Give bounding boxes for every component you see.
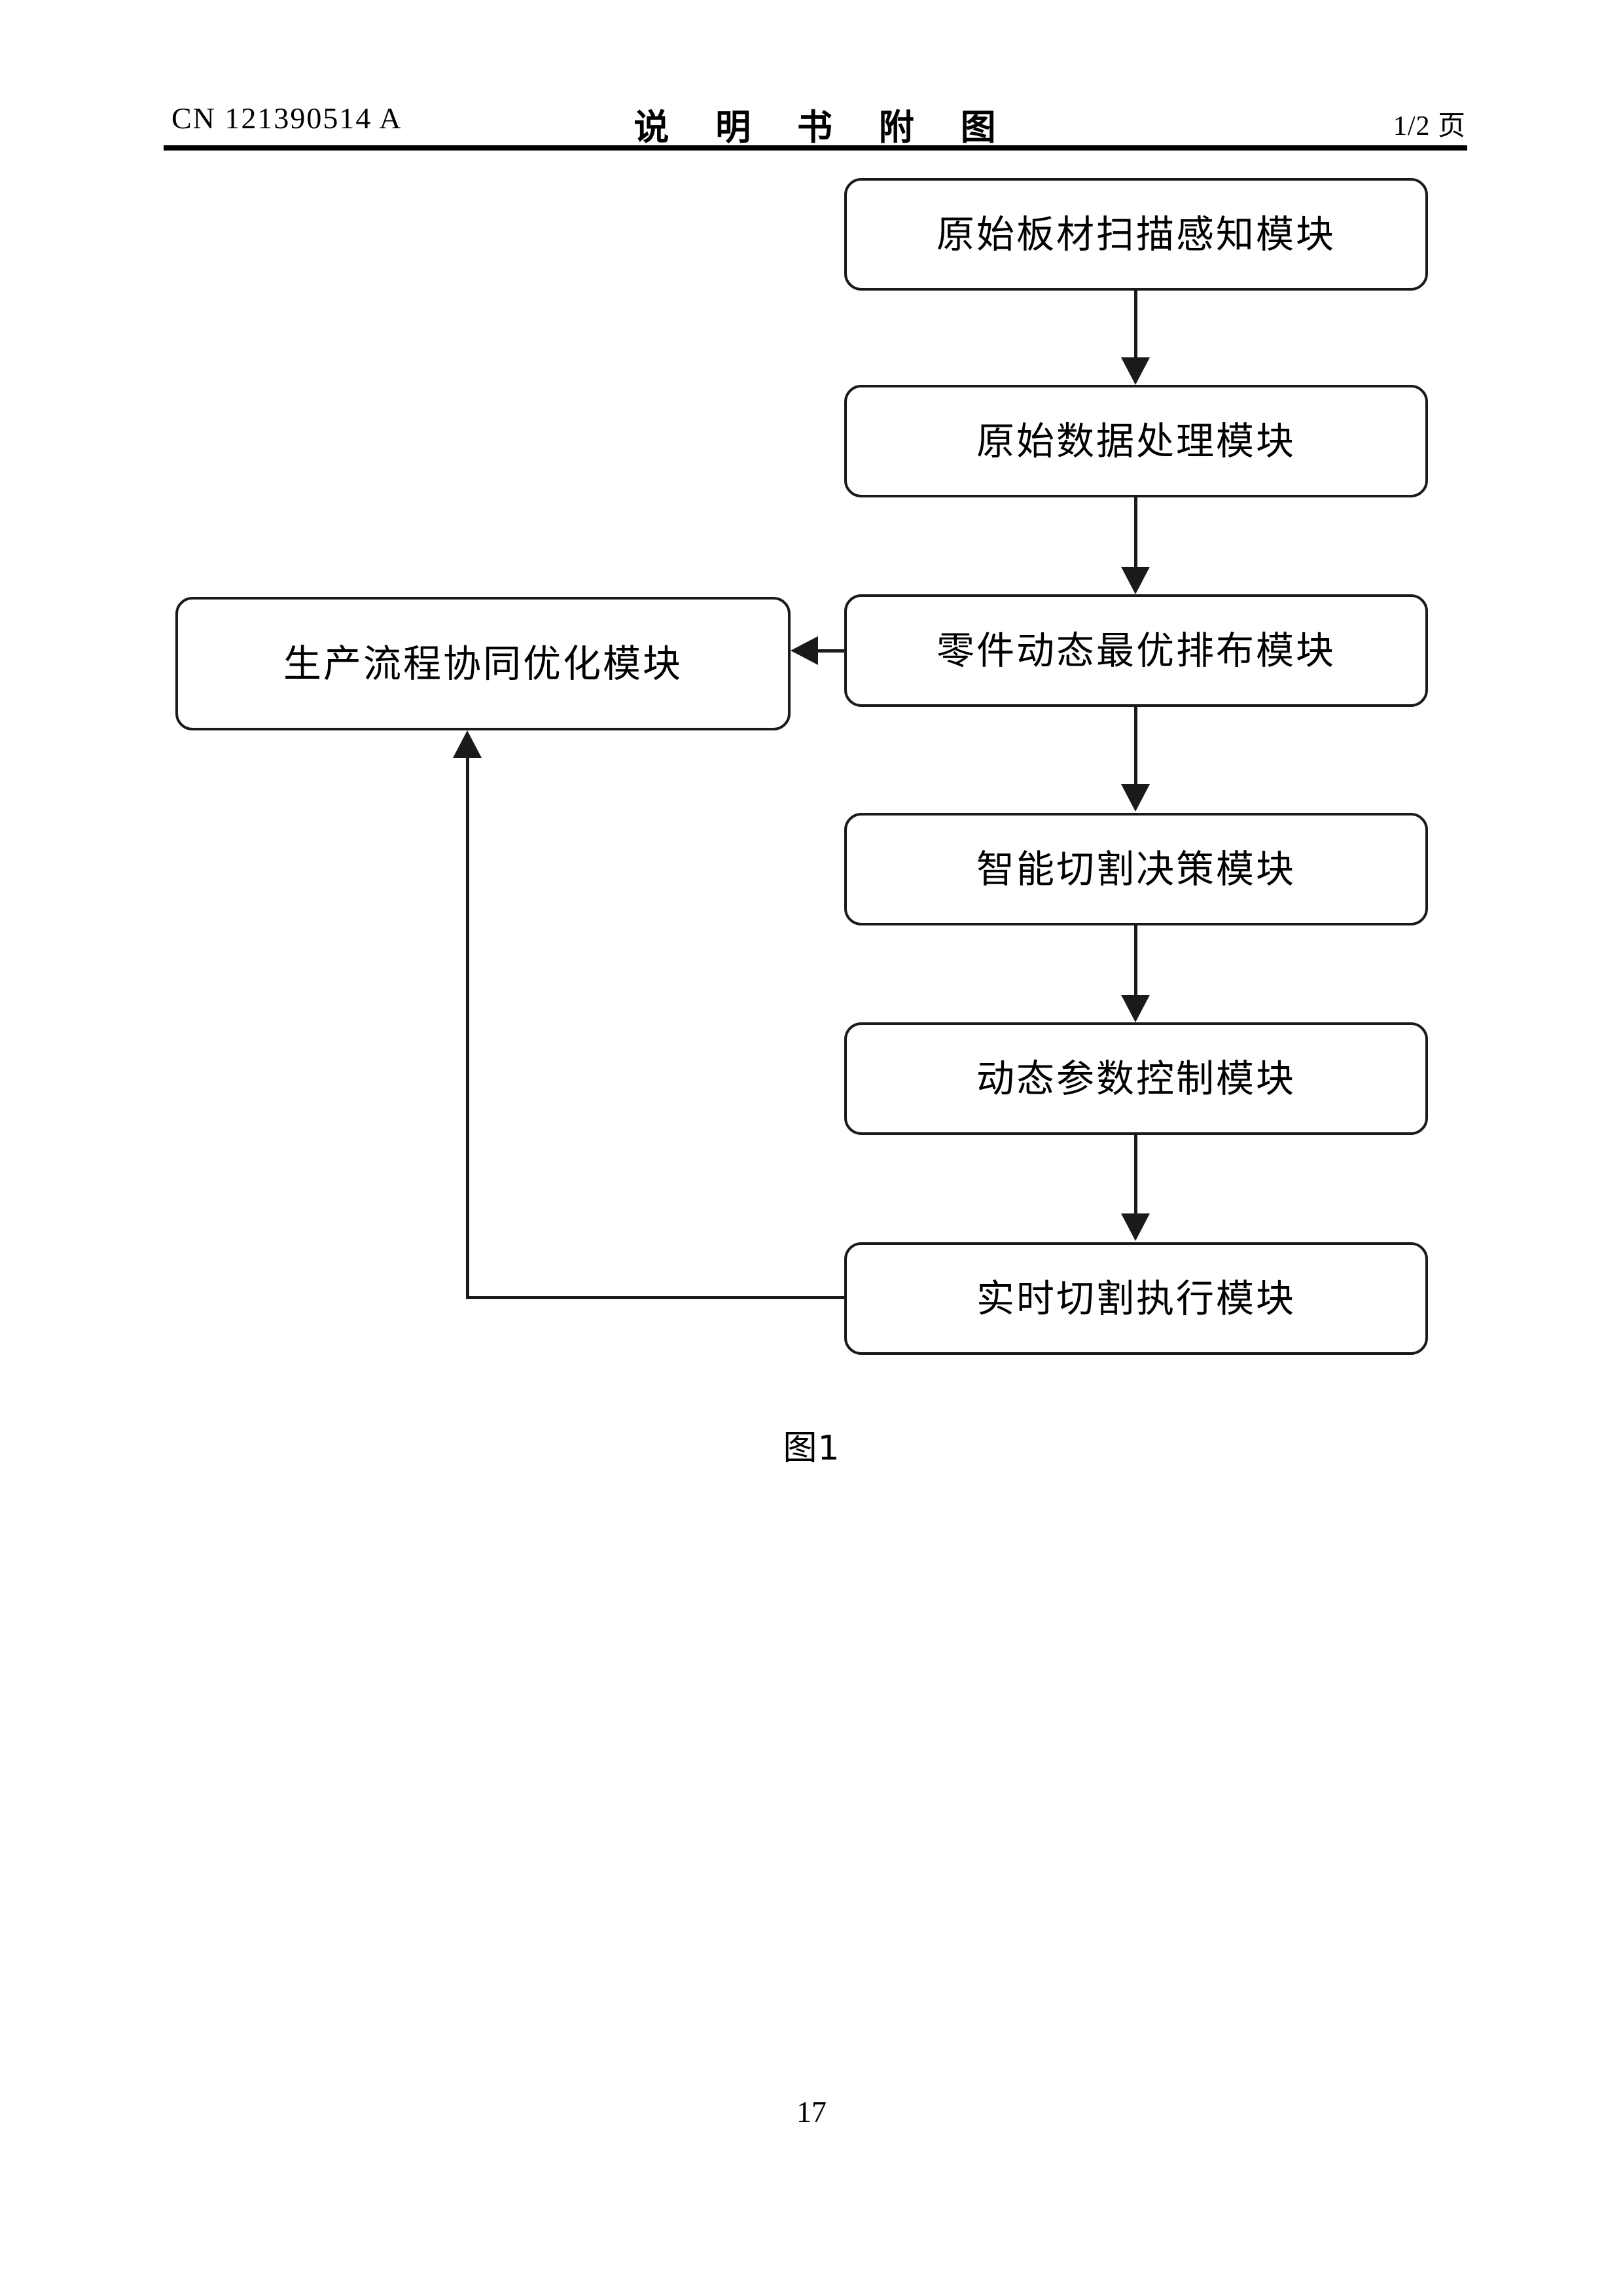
flow-node-label: 实时切割执行模块 (976, 1276, 1296, 1321)
flow-node-execute[interactable]: 实时切割执行模块 (844, 1242, 1428, 1355)
arrowhead-down-process-to-nesting (1121, 567, 1150, 594)
arrowhead-down-nesting-to-decision (1121, 784, 1150, 812)
arrowhead-left-nesting-to-optimize (791, 636, 818, 665)
flow-node-decision[interactable]: 智能切割决策模块 (844, 813, 1428, 925)
arrowhead-up-feedback-to-optimize (453, 730, 482, 758)
patent-number: CN 121390514 A (171, 101, 402, 135)
connector-nesting-to-decision (1134, 707, 1137, 785)
document-title: 说 明 书 附 图 (633, 107, 1013, 148)
flow-node-label: 原始数据处理模块 (976, 419, 1296, 463)
page-header: CN 121390514 A 说 明 书 附 图 1/2 页 (164, 98, 1466, 151)
connector-scan-to-process (1134, 291, 1137, 359)
flow-node-process[interactable]: 原始数据处理模块 (844, 385, 1428, 497)
flow-node-label: 原始板材扫描感知模块 (936, 212, 1336, 257)
page-number: 17 (796, 2095, 827, 2128)
arrowhead-down-decision-to-param (1121, 995, 1150, 1022)
header-divider (164, 145, 1467, 151)
connector-feedback-horizontal (466, 1296, 847, 1299)
flow-node-label: 生产流程协同优化模块 (283, 641, 683, 686)
flow-node-label: 智能切割决策模块 (976, 847, 1296, 891)
connector-param-to-execute (1134, 1135, 1137, 1215)
arrowhead-down-param-to-execute (1121, 1213, 1150, 1241)
flow-node-param-control[interactable]: 动态参数控制模块 (844, 1022, 1428, 1135)
connector-decision-to-param (1134, 925, 1137, 996)
flow-node-scan[interactable]: 原始板材扫描感知模块 (844, 178, 1428, 291)
flow-node-optimize[interactable]: 生产流程协同优化模块 (175, 597, 791, 730)
connector-process-to-nesting (1134, 497, 1137, 568)
connector-feedback-vertical (466, 757, 469, 1299)
flow-node-nesting[interactable]: 零件动态最优排布模块 (844, 594, 1428, 707)
flow-node-label: 动态参数控制模块 (976, 1056, 1296, 1101)
figure-caption: 图1 (783, 1429, 840, 1468)
flow-node-label: 零件动态最优排布模块 (936, 628, 1336, 673)
page-indicator: 1/2 页 (1393, 111, 1466, 141)
connector-nesting-to-optimize (818, 649, 846, 653)
arrowhead-down-scan-to-process (1121, 357, 1150, 385)
